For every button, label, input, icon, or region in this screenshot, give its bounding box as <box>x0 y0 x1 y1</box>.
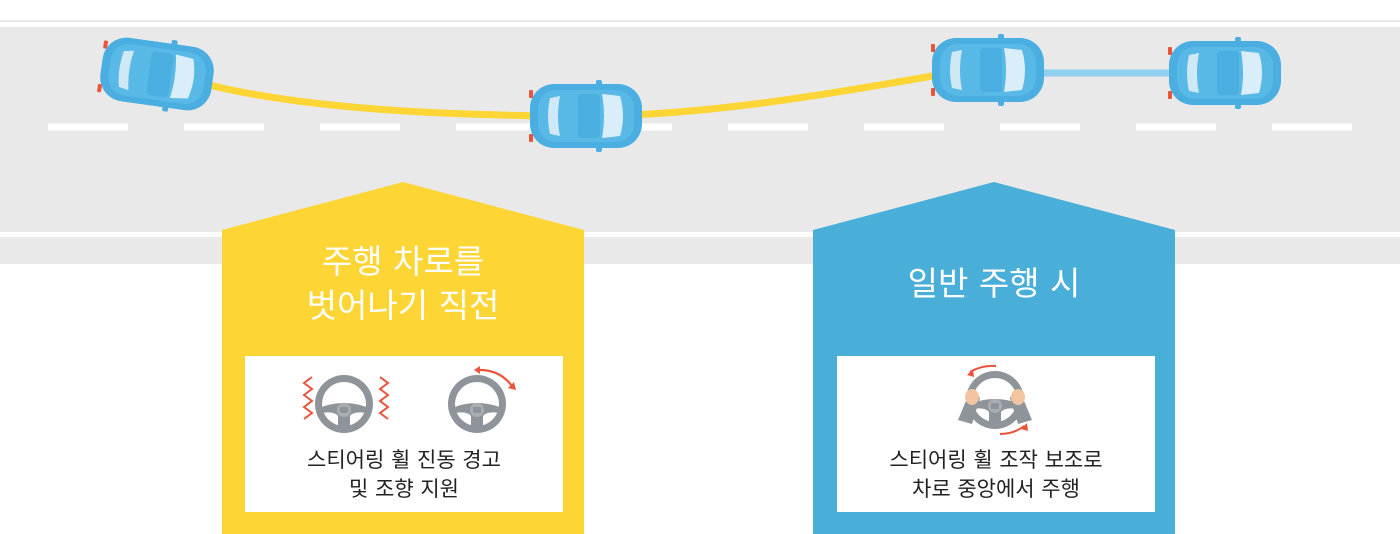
left-caption-line2: 및 조향 지원 <box>349 477 459 501</box>
right-panel-title: 일반 주행 시 <box>907 264 1081 303</box>
left-caption-line1: 스티어링 휠 진동 경고 <box>307 448 501 472</box>
road-edge-top <box>0 22 1400 27</box>
rotating-steering-wheel-icon <box>448 366 516 433</box>
hands-on-steering-wheel-icon <box>958 364 1032 435</box>
left-panel-title: 주행 차로를 벗어나기 직전 <box>222 240 584 328</box>
road <box>0 20 1400 264</box>
vibrating-steering-wheel-icon <box>302 375 390 433</box>
right-caption-line1: 스티어링 휠 조작 보조로 <box>889 448 1103 472</box>
right-caption: 스티어링 휠 조작 보조로 차로 중앙에서 주행 <box>837 446 1155 504</box>
left-caption: 스티어링 휠 진동 경고 및 조향 지원 <box>245 446 563 504</box>
road-edge-bottom <box>0 232 1400 237</box>
left-title-line1: 주행 차로를 <box>321 242 485 281</box>
left-title-line2: 벗어나기 직전 <box>306 286 500 325</box>
right-caption-line2: 차로 중앙에서 주행 <box>912 477 1080 501</box>
